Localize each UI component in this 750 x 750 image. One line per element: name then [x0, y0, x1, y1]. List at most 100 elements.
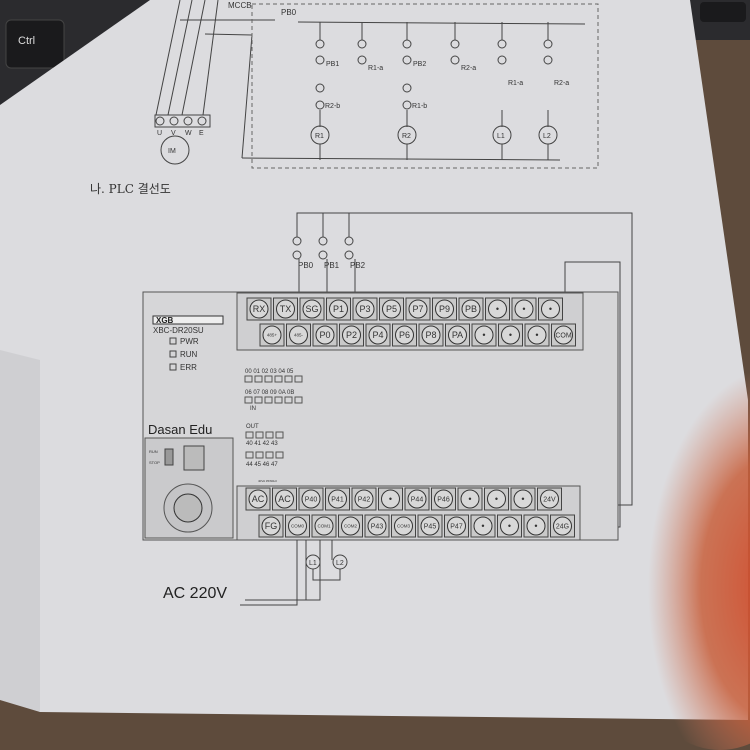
- output-terminal-label: •: [495, 494, 498, 504]
- output-led: [265, 431, 274, 439]
- input-led: [284, 375, 293, 383]
- keyboard-key: [700, 2, 746, 22]
- lamp-l1-label: L1: [309, 560, 317, 567]
- run-stop-switch[interactable]: [164, 448, 174, 466]
- status-led-label: ERR: [180, 363, 197, 372]
- input-terminal-label: •: [509, 330, 512, 340]
- pushbutton-label: PB2: [350, 261, 366, 270]
- motor-terminal-label: U: [157, 130, 162, 137]
- contact-label: PB2: [413, 61, 426, 68]
- input-terminal-label: RX: [253, 304, 266, 314]
- contact-terminal: [315, 55, 325, 65]
- output-terminal-label: P43: [371, 523, 384, 530]
- pushbutton-terminal: [292, 236, 302, 246]
- contact-label: R2-a: [554, 80, 569, 87]
- load-label: R2: [402, 133, 411, 140]
- contact-label: R1-a: [368, 65, 383, 72]
- output-terminal-label: •: [481, 521, 484, 531]
- output-terminal-label: •: [534, 521, 537, 531]
- input-terminal-label: SG: [305, 304, 318, 314]
- output-terminal-label: FG: [265, 521, 278, 531]
- input-led: [294, 375, 303, 383]
- finger-blur: [600, 346, 750, 750]
- motor-terminal-label: W: [185, 130, 192, 137]
- ctrl-key-label: Ctrl: [18, 35, 35, 47]
- input-led: [274, 375, 283, 383]
- output-terminal-label: COM3: [397, 524, 410, 529]
- output-terminal-label: AC: [252, 494, 265, 504]
- contact-terminal: [402, 55, 412, 65]
- output-led-row-2: 44 45 46 47: [246, 462, 278, 468]
- output-terminal-label: P42: [358, 496, 371, 503]
- input-led: [264, 396, 273, 404]
- input-terminal-label: •: [496, 304, 499, 314]
- input-terminal-label: P8: [425, 330, 436, 340]
- input-terminal-label: P3: [359, 304, 370, 314]
- load-label: R1: [315, 133, 324, 140]
- motor-terminal-label: E: [199, 130, 204, 137]
- input-terminal-label: 485+: [267, 333, 278, 338]
- contact-label: PB1: [326, 61, 339, 68]
- output-terminal-label: •: [389, 494, 392, 504]
- input-terminal-label: P0: [319, 330, 330, 340]
- output-terminal-label: 24V: [543, 496, 556, 503]
- input-terminal-label: P5: [386, 304, 397, 314]
- input-terminal-label: COM: [555, 332, 572, 339]
- contact-terminal: [315, 39, 325, 49]
- contact-terminal: [543, 39, 553, 49]
- output-led: [255, 451, 264, 459]
- vendor-label: Dasan Edu: [148, 422, 212, 437]
- input-terminal-label: P7: [412, 304, 423, 314]
- section-title: 나. PLC 결선도: [90, 182, 171, 196]
- output-terminal-label: 24G: [556, 523, 569, 530]
- output-terminal-label: COM2: [344, 524, 357, 529]
- b-contact-label: R1-b: [412, 103, 427, 110]
- contact-terminal: [497, 55, 507, 65]
- contact-terminal: [450, 55, 460, 65]
- motor-terminal-label: V: [171, 130, 176, 137]
- input-terminal-label: •: [535, 330, 538, 340]
- input-led: [284, 396, 293, 404]
- input-terminal-label: P2: [346, 330, 357, 340]
- output-terminal-label: COM1: [317, 524, 330, 529]
- pb0-label: PB0: [281, 8, 297, 17]
- output-led: [245, 431, 254, 439]
- power-note: 40VA 35/60Hz: [258, 479, 277, 483]
- mccb-label: MCCB: [228, 1, 252, 10]
- output-terminal-label: •: [468, 494, 471, 504]
- loader-port: [173, 493, 203, 523]
- load-label: L2: [543, 133, 551, 140]
- contact-label: R2-a: [461, 65, 476, 72]
- pushbutton-terminal: [344, 236, 354, 246]
- output-terminal-label: P47: [450, 523, 463, 530]
- input-terminal-label: •: [522, 304, 525, 314]
- pushbutton-terminal: [318, 236, 328, 246]
- input-led-row-1: 00 01 02 03 04 05: [245, 369, 294, 375]
- run-switch-label: RUN: [149, 449, 158, 454]
- output-terminal-label: P44: [411, 496, 424, 503]
- motor-terminal: [169, 116, 179, 126]
- input-terminal-label: P9: [439, 304, 450, 314]
- output-led: [255, 431, 264, 439]
- supply-label: AC 220V: [163, 585, 227, 602]
- contact-terminal: [497, 39, 507, 49]
- motor-label: IM: [168, 148, 176, 155]
- output-led: [245, 451, 254, 459]
- output-led: [275, 431, 284, 439]
- pushbutton-label: PB0: [298, 261, 314, 270]
- contact-label: R1-a: [508, 80, 523, 87]
- input-led-row-2: 06 07 08 09 0A 0B: [245, 390, 294, 396]
- input-terminal-label: •: [482, 330, 485, 340]
- output-led: [265, 451, 274, 459]
- pushbutton-terminal: [292, 250, 302, 260]
- input-terminal-label: PA: [452, 330, 463, 340]
- input-led: [254, 396, 263, 404]
- input-led: [244, 396, 253, 404]
- status-led: [169, 363, 177, 371]
- status-led: [169, 337, 177, 345]
- output-terminal-label: P41: [331, 496, 344, 503]
- output-terminal-label: P45: [424, 523, 437, 530]
- contact-terminal: [357, 39, 367, 49]
